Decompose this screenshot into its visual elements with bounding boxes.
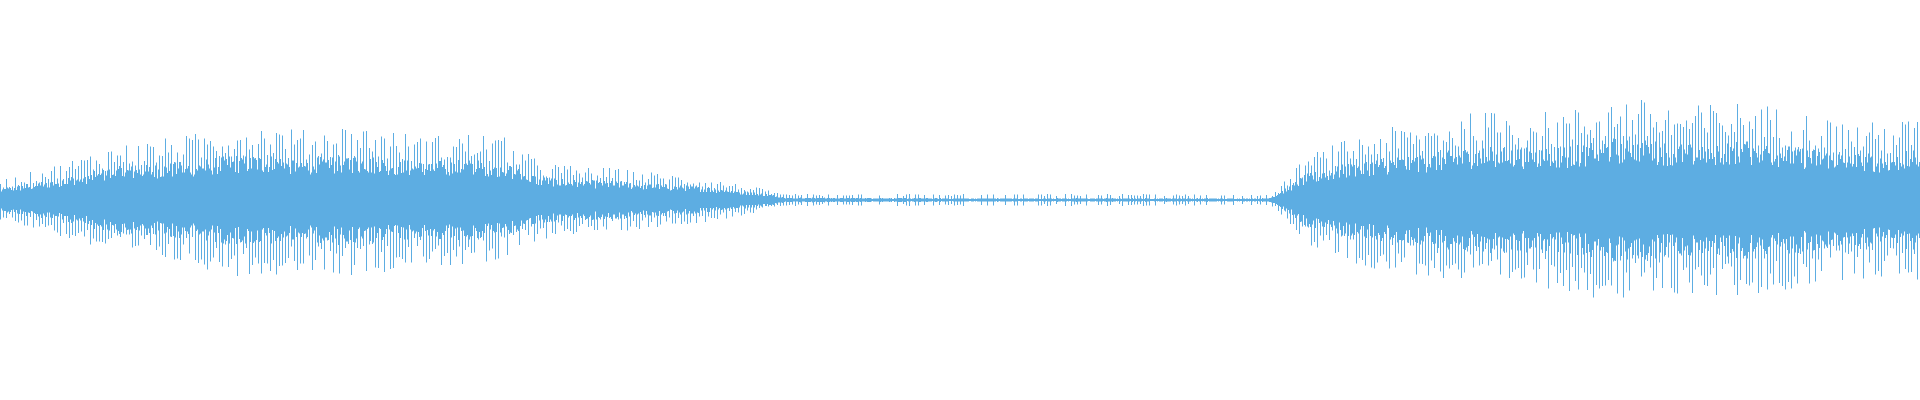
waveform-path — [0, 100, 1920, 298]
waveform-samples — [0, 100, 1920, 298]
